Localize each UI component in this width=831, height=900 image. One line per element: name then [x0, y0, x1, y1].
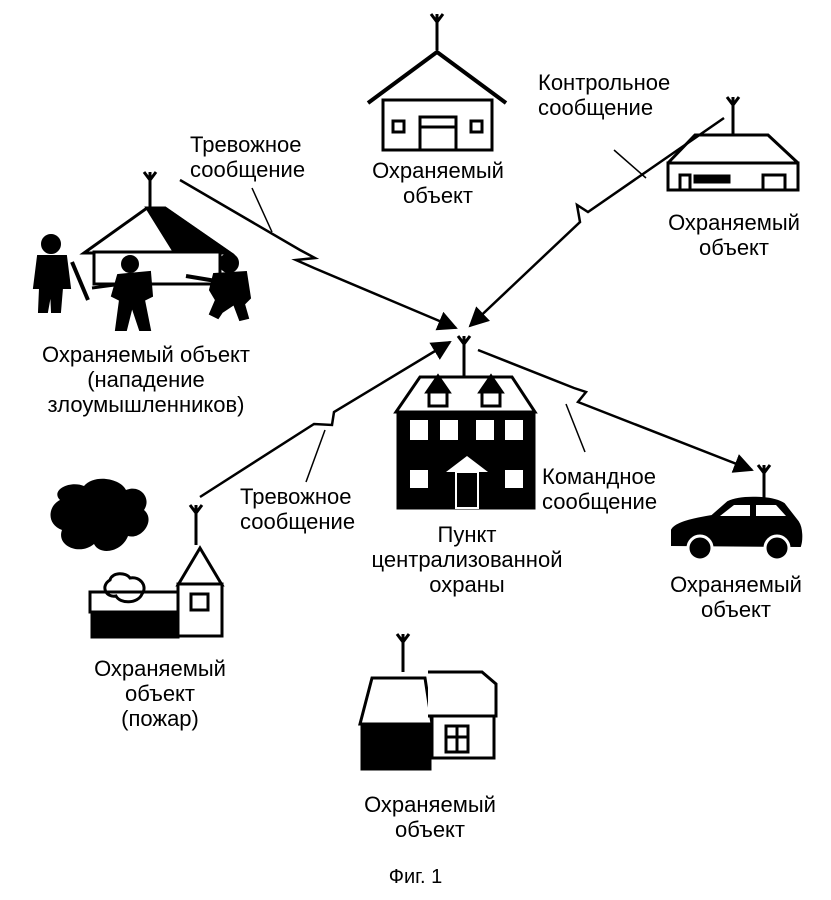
command-message-line1: Командное — [542, 464, 657, 489]
right-object-label-line2: объект — [698, 235, 770, 260]
car-object-label-line2: объект — [700, 597, 772, 622]
attack-object-label-line1: Охраняемый объект — [41, 342, 250, 367]
alarm-message-top-line2: сообщение — [190, 157, 306, 182]
alarm-top-leader — [251, 187, 273, 233]
command-message-label: Командное сообщение — [542, 464, 657, 514]
figure-caption: Фиг. 1 — [388, 866, 443, 888]
alarm-message-bottom-line2: сообщение — [240, 509, 356, 534]
alarm-message-bottom-line1: Тревожное — [240, 484, 352, 509]
command-message-line2: сообщение — [542, 489, 658, 514]
alarm-message-bottom-arrow — [199, 340, 452, 499]
alarm-message-top-line1: Тревожное — [190, 132, 302, 157]
bottom-object-label-line2: объект — [394, 817, 466, 842]
right-hangar-icon — [666, 96, 800, 192]
fire-object-label-line2: объект — [124, 681, 196, 706]
attack-object-label-line3: злоумышленников) — [47, 392, 245, 417]
intruders-icon — [32, 234, 252, 331]
top-object-label-line2: объект — [402, 183, 474, 208]
central-station-icon — [393, 335, 538, 510]
top-house-icon — [366, 13, 508, 152]
fire-object-label-line1: Охраняемый — [94, 656, 226, 681]
central-station-label-line1: Пункт — [437, 522, 497, 547]
control-message-label: Контрольное сообщение — [538, 70, 670, 120]
smoke-icon — [50, 478, 149, 604]
command-message-arrow — [477, 348, 754, 473]
fire-object-label: Охраняемый объект (пожар) — [72, 656, 248, 731]
alarm-message-top-label: Тревожное сообщение — [190, 132, 305, 182]
car-object-label-line1: Охраняемый — [670, 572, 802, 597]
control-message-line2: сообщение — [538, 95, 654, 120]
attacked-house-icon — [79, 171, 235, 286]
fire-object-label-line3: (пожар) — [121, 706, 199, 731]
bottom-house-icon — [358, 633, 498, 771]
central-station-label: Пункт централизованной охраны — [360, 522, 574, 597]
car-object-label: Охраняемый объект — [648, 572, 824, 622]
alarm-bottom-leader — [305, 429, 326, 483]
bottom-object-label-line1: Охраняемый — [364, 792, 496, 817]
attack-object-label: Охраняемый объект (нападение злоумышленн… — [6, 342, 286, 417]
top-object-label-line1: Охраняемый — [372, 158, 504, 183]
control-message-leader — [613, 149, 647, 179]
alarm-message-top-arrow — [179, 178, 458, 331]
central-station-label-line3: охраны — [429, 572, 505, 597]
car-icon — [671, 464, 803, 562]
top-object-label: Охраняемый объект — [350, 158, 526, 208]
alarm-message-bottom-label: Тревожное сообщение — [240, 484, 355, 534]
central-station-label-line2: централизованной — [371, 547, 563, 572]
bottom-object-label: Охраняемый объект — [342, 792, 518, 842]
attack-object-label-line2: (нападение — [87, 367, 205, 392]
command-message-leader — [565, 403, 586, 453]
right-object-label-line1: Охраняемый — [668, 210, 800, 235]
control-message-arrow — [468, 116, 725, 328]
control-message-line1: Контрольное — [538, 70, 671, 95]
right-object-label: Охраняемый объект — [646, 210, 822, 260]
